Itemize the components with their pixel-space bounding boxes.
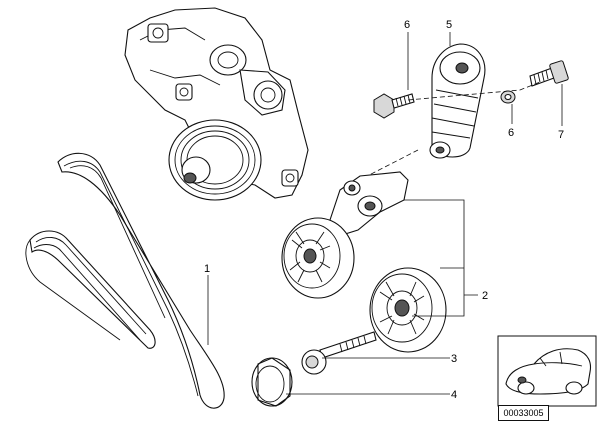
callout-6-left: 6 [404,19,410,31]
vehicle-locator-inset [497,335,597,407]
callout-2: 2 [482,290,488,302]
car-silhouette-icon [505,348,592,395]
alignment-line-upper [407,81,541,101]
callout-3: 3 [451,353,457,365]
drive-belt [25,152,225,409]
water-pump-assembly [124,7,309,201]
idler-pulley-upper [281,217,355,299]
bolt-3 [301,331,377,375]
callout-7: 7 [558,129,564,141]
reference-code: 00033005 [498,405,549,421]
bolt-7 [529,60,569,87]
callout-5: 5 [446,19,452,31]
callout-4: 4 [451,389,457,401]
idler-pulley-lower [369,267,447,353]
washer-6-right [500,90,516,104]
callout-6-right: 6 [508,127,514,139]
idler-bracket [329,171,409,236]
callout-1: 1 [204,263,210,275]
dust-cap-4 [251,357,293,407]
bolt-6-left [373,93,415,119]
belt-tensioner [429,43,486,159]
leader-2 [404,199,478,317]
